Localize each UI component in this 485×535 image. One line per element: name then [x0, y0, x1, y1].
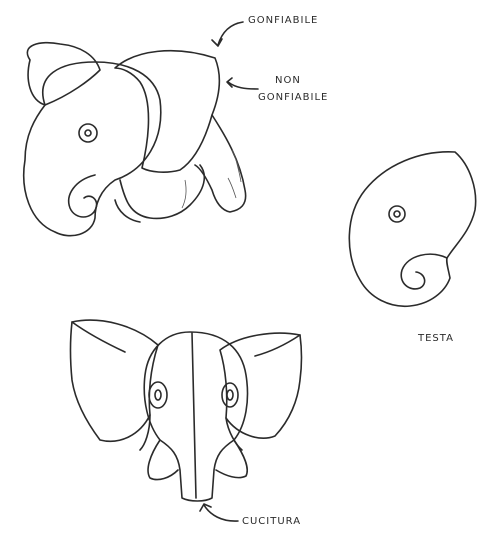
right-ear-flap — [195, 115, 246, 212]
head-outline — [24, 62, 161, 236]
trunk-curl — [69, 175, 97, 217]
front-eye-left-inner — [155, 390, 161, 400]
testa-trunk-curl — [401, 254, 447, 289]
front-eye-right-outer — [222, 383, 238, 407]
elephant-front-view — [71, 320, 302, 501]
front-right-ear — [220, 333, 302, 438]
front-eye-right-inner — [227, 390, 233, 400]
label-non-gonfiabile-2: GONFIABILE — [258, 92, 328, 103]
head-piece-testa — [349, 152, 475, 306]
lower-cheek — [120, 165, 204, 218]
testa-eye-inner — [394, 211, 400, 217]
label-non-gonfiabile-1: NON — [275, 75, 301, 86]
label-testa: TESTA — [418, 333, 454, 344]
label-gonfiabile: GONFIABILE — [248, 15, 318, 26]
label-cucitura: CUCITURA — [242, 516, 301, 527]
front-eye-left-outer — [149, 382, 167, 408]
testa-eye-outer — [389, 206, 405, 222]
arrow-cucitura — [204, 505, 238, 521]
elephant-3-4-view — [24, 43, 246, 236]
right-ear-hatched — [115, 51, 219, 172]
eye-outer — [79, 124, 97, 142]
arrow-non-gonfiabile — [228, 82, 258, 89]
left-ear-hatched — [27, 43, 100, 105]
arrow-gonfiabile — [218, 22, 243, 45]
eye-inner — [85, 130, 91, 136]
testa-outline — [349, 152, 475, 306]
seam-line — [192, 333, 196, 498]
